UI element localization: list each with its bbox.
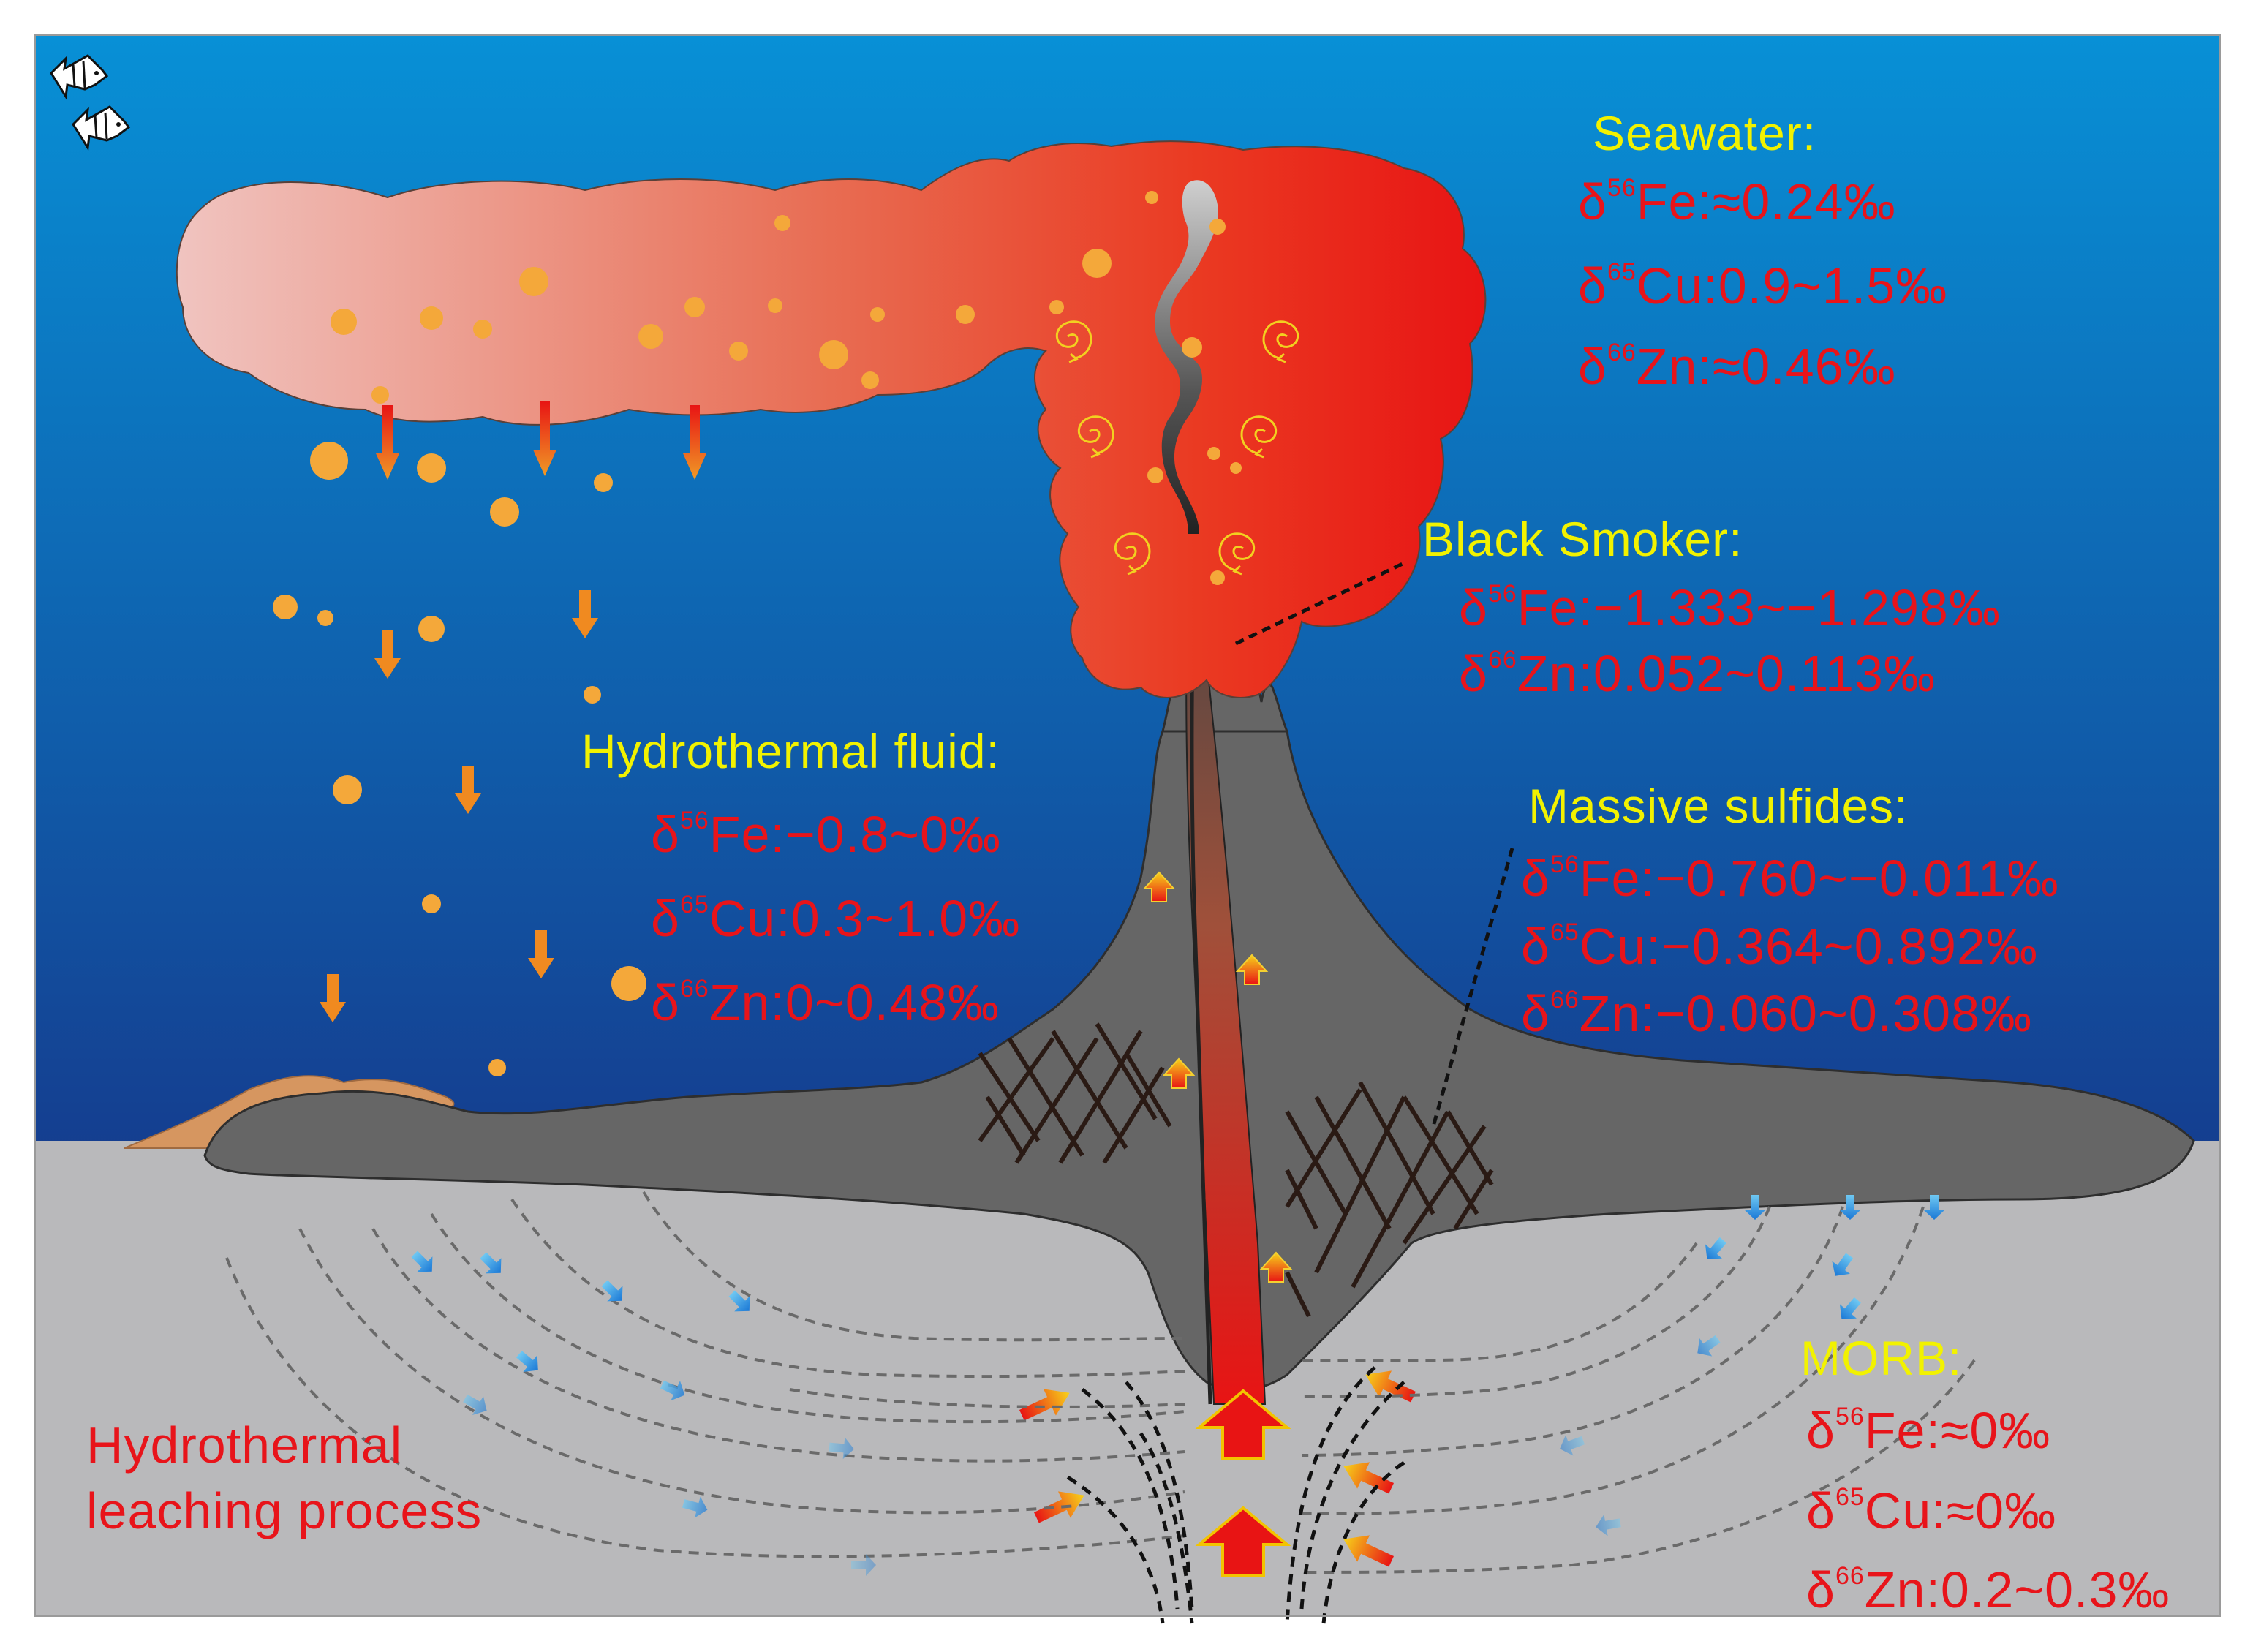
morb-cu: δ65Cu:≈0‰	[1806, 1482, 2056, 1539]
black-smoker-leader	[1234, 561, 1405, 646]
morb-fe: δ56Fe:≈0‰	[1806, 1402, 2050, 1459]
black-smoker-title: Black Smoker:	[1422, 512, 1743, 566]
hydrothermal-plume	[176, 140, 1487, 698]
hydrothermal-fluid-cu: δ65Cu:0.3~1.0‰	[651, 890, 1020, 947]
seawater-fe: δ56Fe:≈0.24‰	[1578, 173, 1896, 230]
leaching-label-line2: leaching process	[86, 1482, 482, 1539]
recharge-flow-lines	[225, 1191, 1976, 1574]
massive-sulfides-title: Massive sulfides:	[1528, 779, 1909, 833]
stockwork-right	[1285, 1081, 1494, 1318]
black-smoker-zn: δ66Zn:0.052~0.113‰	[1459, 645, 1936, 702]
leaching-label-line1: Hydrothermal	[86, 1417, 402, 1474]
sulfide-particles	[273, 191, 1242, 1076]
stockwork-left	[978, 1022, 1172, 1164]
black-smoke-column	[1155, 180, 1218, 534]
fish-icon	[50, 54, 131, 151]
morb-zn: δ66Zn:0.2~0.3‰	[1806, 1561, 2170, 1618]
massive-sulfides-fe: δ56Fe:−0.760~−0.011‰	[1521, 850, 2059, 907]
massive-sulfides-zn: δ66Zn:−0.060~0.308‰	[1521, 985, 2032, 1042]
seawater-zn: δ66Zn:≈0.46‰	[1578, 338, 1896, 395]
black-smoker-fe: δ56Fe:−1.333~−1.298‰	[1459, 579, 2001, 636]
hydrothermal-fluid-fe: δ56Fe:−0.8~0‰	[651, 806, 1001, 863]
vent-root-lines	[1066, 1366, 1405, 1624]
fluid-conduit	[1185, 533, 1267, 1405]
morb-title: MORB:	[1800, 1331, 1962, 1385]
frame-border	[34, 34, 2221, 1617]
massive-sulfides-cu: δ65Cu:−0.364~0.892‰	[1521, 918, 2038, 975]
hydrothermal-fluid-zn: δ66Zn:0~0.48‰	[651, 974, 1000, 1031]
seawater-title: Seawater:	[1593, 106, 1816, 160]
seawater-cu: δ65Cu:0.9~1.5‰	[1578, 257, 1947, 314]
hydrothermal-fluid-title: Hydrothermal fluid:	[581, 724, 1000, 778]
massive-sulfides-leader	[1431, 848, 1514, 1127]
